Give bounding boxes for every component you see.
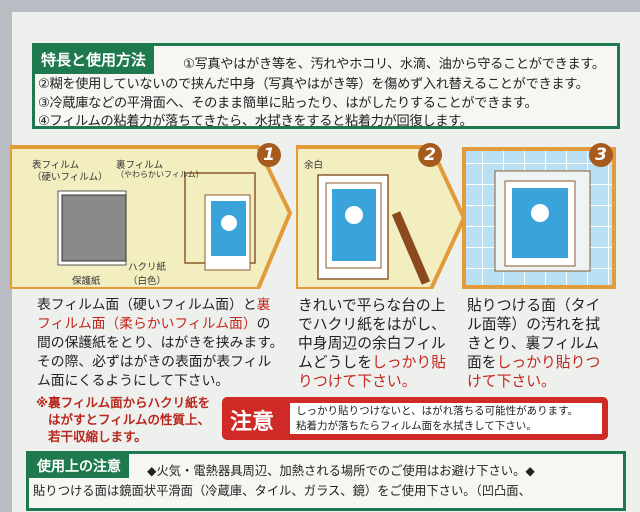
- usage-line: ◆火気・電熱器具周辺、加熱される場所でのご使用はお避け下さい。◆: [147, 464, 535, 478]
- text: ム面にくるようにして下さい。: [37, 373, 230, 389]
- feature-item: ③冷蔵庫などの平滑面へ、そのまま簡単に貼ったり、はがしたりすることができます。: [38, 96, 538, 111]
- label-protective-paper: 保護紙: [72, 276, 101, 287]
- note-line: 若干収縮します。: [48, 429, 147, 444]
- feature-item: ①写真やはがき等を、汚れやホコリ、水滴、油から守ることができます。: [183, 57, 605, 72]
- text: 表フィルム面（硬いフィルム面）と: [37, 297, 257, 313]
- text-red: しっかり貼: [372, 354, 446, 371]
- feature-item: ②糊を使用していないので挟んだ中身（写真やはがき等）を傷めず入れ替えることができ…: [38, 77, 589, 92]
- usage-notes-box: 使用上の注意 ◆火気・電熱器具周辺、加熱される場所でのご使用はお避け下さい。◆ …: [26, 451, 626, 511]
- step-number: 2: [418, 143, 442, 167]
- step-number: 3: [589, 143, 613, 167]
- usage-line: 貼りつける面は鏡面状平滑面（冷蔵庫、タイル、ガラス、鏡）をご使用下さい。（凹凸面…: [33, 484, 531, 498]
- text: 面を: [467, 354, 497, 371]
- instruction-step-2: きれいで平らな台の上 でハクリ紙をはがし、 中身周辺の余白フィル ムどうしをしっ…: [298, 296, 446, 391]
- label-back-film: 裏フィルム: [116, 160, 164, 171]
- text: ムどうしを: [298, 354, 372, 371]
- instruction-step-3: 貼りつける面（タイ ル面等）の汚れを拭 きとり、裏フィルム 面をしっかり貼りつ …: [467, 296, 600, 391]
- step-1-panel: 1 表フィルム （硬いフィルム） 裏フィルム （やわらかいフィルム） 保護紙 ハ…: [10, 143, 292, 289]
- text: でハクリ紙をはがし、: [298, 316, 446, 333]
- label-margin: 余白: [304, 160, 324, 171]
- text-red: 裏: [256, 297, 271, 313]
- text-red: しっかり貼りつ: [496, 354, 601, 371]
- text: 中身周辺の余白フィル: [298, 335, 446, 352]
- text-red: りつけて下さい。: [298, 373, 417, 390]
- shrink-note: ※裏フィルム面からハクリ紙を はがすとフィルムの性質上、 若干収縮します。: [36, 394, 210, 445]
- text: 間の保護紙をとり、はがきを挟みます。: [37, 335, 284, 351]
- text: 貼りつける面（タイ: [467, 297, 601, 314]
- text: の: [256, 316, 271, 332]
- step-1-illustration: [10, 145, 292, 289]
- step-2-panel: 2 余白: [296, 143, 466, 289]
- step-number: 1: [257, 143, 281, 167]
- note-line: はがすとフィルムの性質上、: [48, 412, 211, 427]
- usage-title: 使用上の注意: [29, 454, 129, 478]
- label-front-film-sub: （硬いフィルム）: [32, 172, 108, 183]
- features-title: 特長と使用方法: [35, 46, 155, 74]
- feature-item: ④フィルムの粘着力が落ちてきたら、水拭きをすると粘着力が回復します。: [38, 114, 473, 129]
- text: その際、必ずはがきの表面が表フィル: [37, 354, 272, 370]
- caution-box: 注意 しっかり貼りつけないと、はがれ落ちる可能性があります。 粘着力が落ちたらフ…: [222, 397, 608, 440]
- features-box: 特長と使用方法 ①写真やはがき等を、汚れやホコリ、水滴、油から守ることができます…: [32, 43, 620, 129]
- text: きれいで平らな台の上: [298, 297, 446, 314]
- text: きとり、裏フィルム: [467, 335, 599, 352]
- label-back-film-sub: （やわらかいフィルム）: [116, 170, 204, 179]
- caution-line: 粘着力が落ちたらフィルム面を水拭きして下さい。: [296, 419, 537, 432]
- text: ル面等）の汚れを拭: [467, 316, 601, 333]
- step-3-panel: 3: [462, 143, 617, 289]
- label-front-film: 表フィルム: [32, 160, 80, 171]
- text-red: フィルム面（柔らかいフィルム面）: [37, 316, 257, 332]
- caution-body: しっかり貼りつけないと、はがれ落ちる可能性があります。 粘着力が落ちたらフィルム…: [290, 403, 602, 434]
- instruction-step-1: 表フィルム面（硬いフィルム面）と裏 フィルム面（柔らかいフィルム面）の 間の保護…: [37, 296, 283, 391]
- note-line: ※裏フィルム面からハクリ紙を: [36, 395, 211, 410]
- caution-line: しっかり貼りつけないと、はがれ落ちる可能性があります。: [296, 405, 579, 417]
- step-2-illustration: [296, 145, 466, 289]
- label-release-paper: ハクリ紙: [128, 262, 167, 273]
- caution-title: 注意: [230, 410, 275, 435]
- step-3-illustration: [462, 147, 616, 289]
- text-red: けて下さい。: [467, 373, 556, 390]
- label-release-paper-sub: （白色）: [128, 276, 167, 287]
